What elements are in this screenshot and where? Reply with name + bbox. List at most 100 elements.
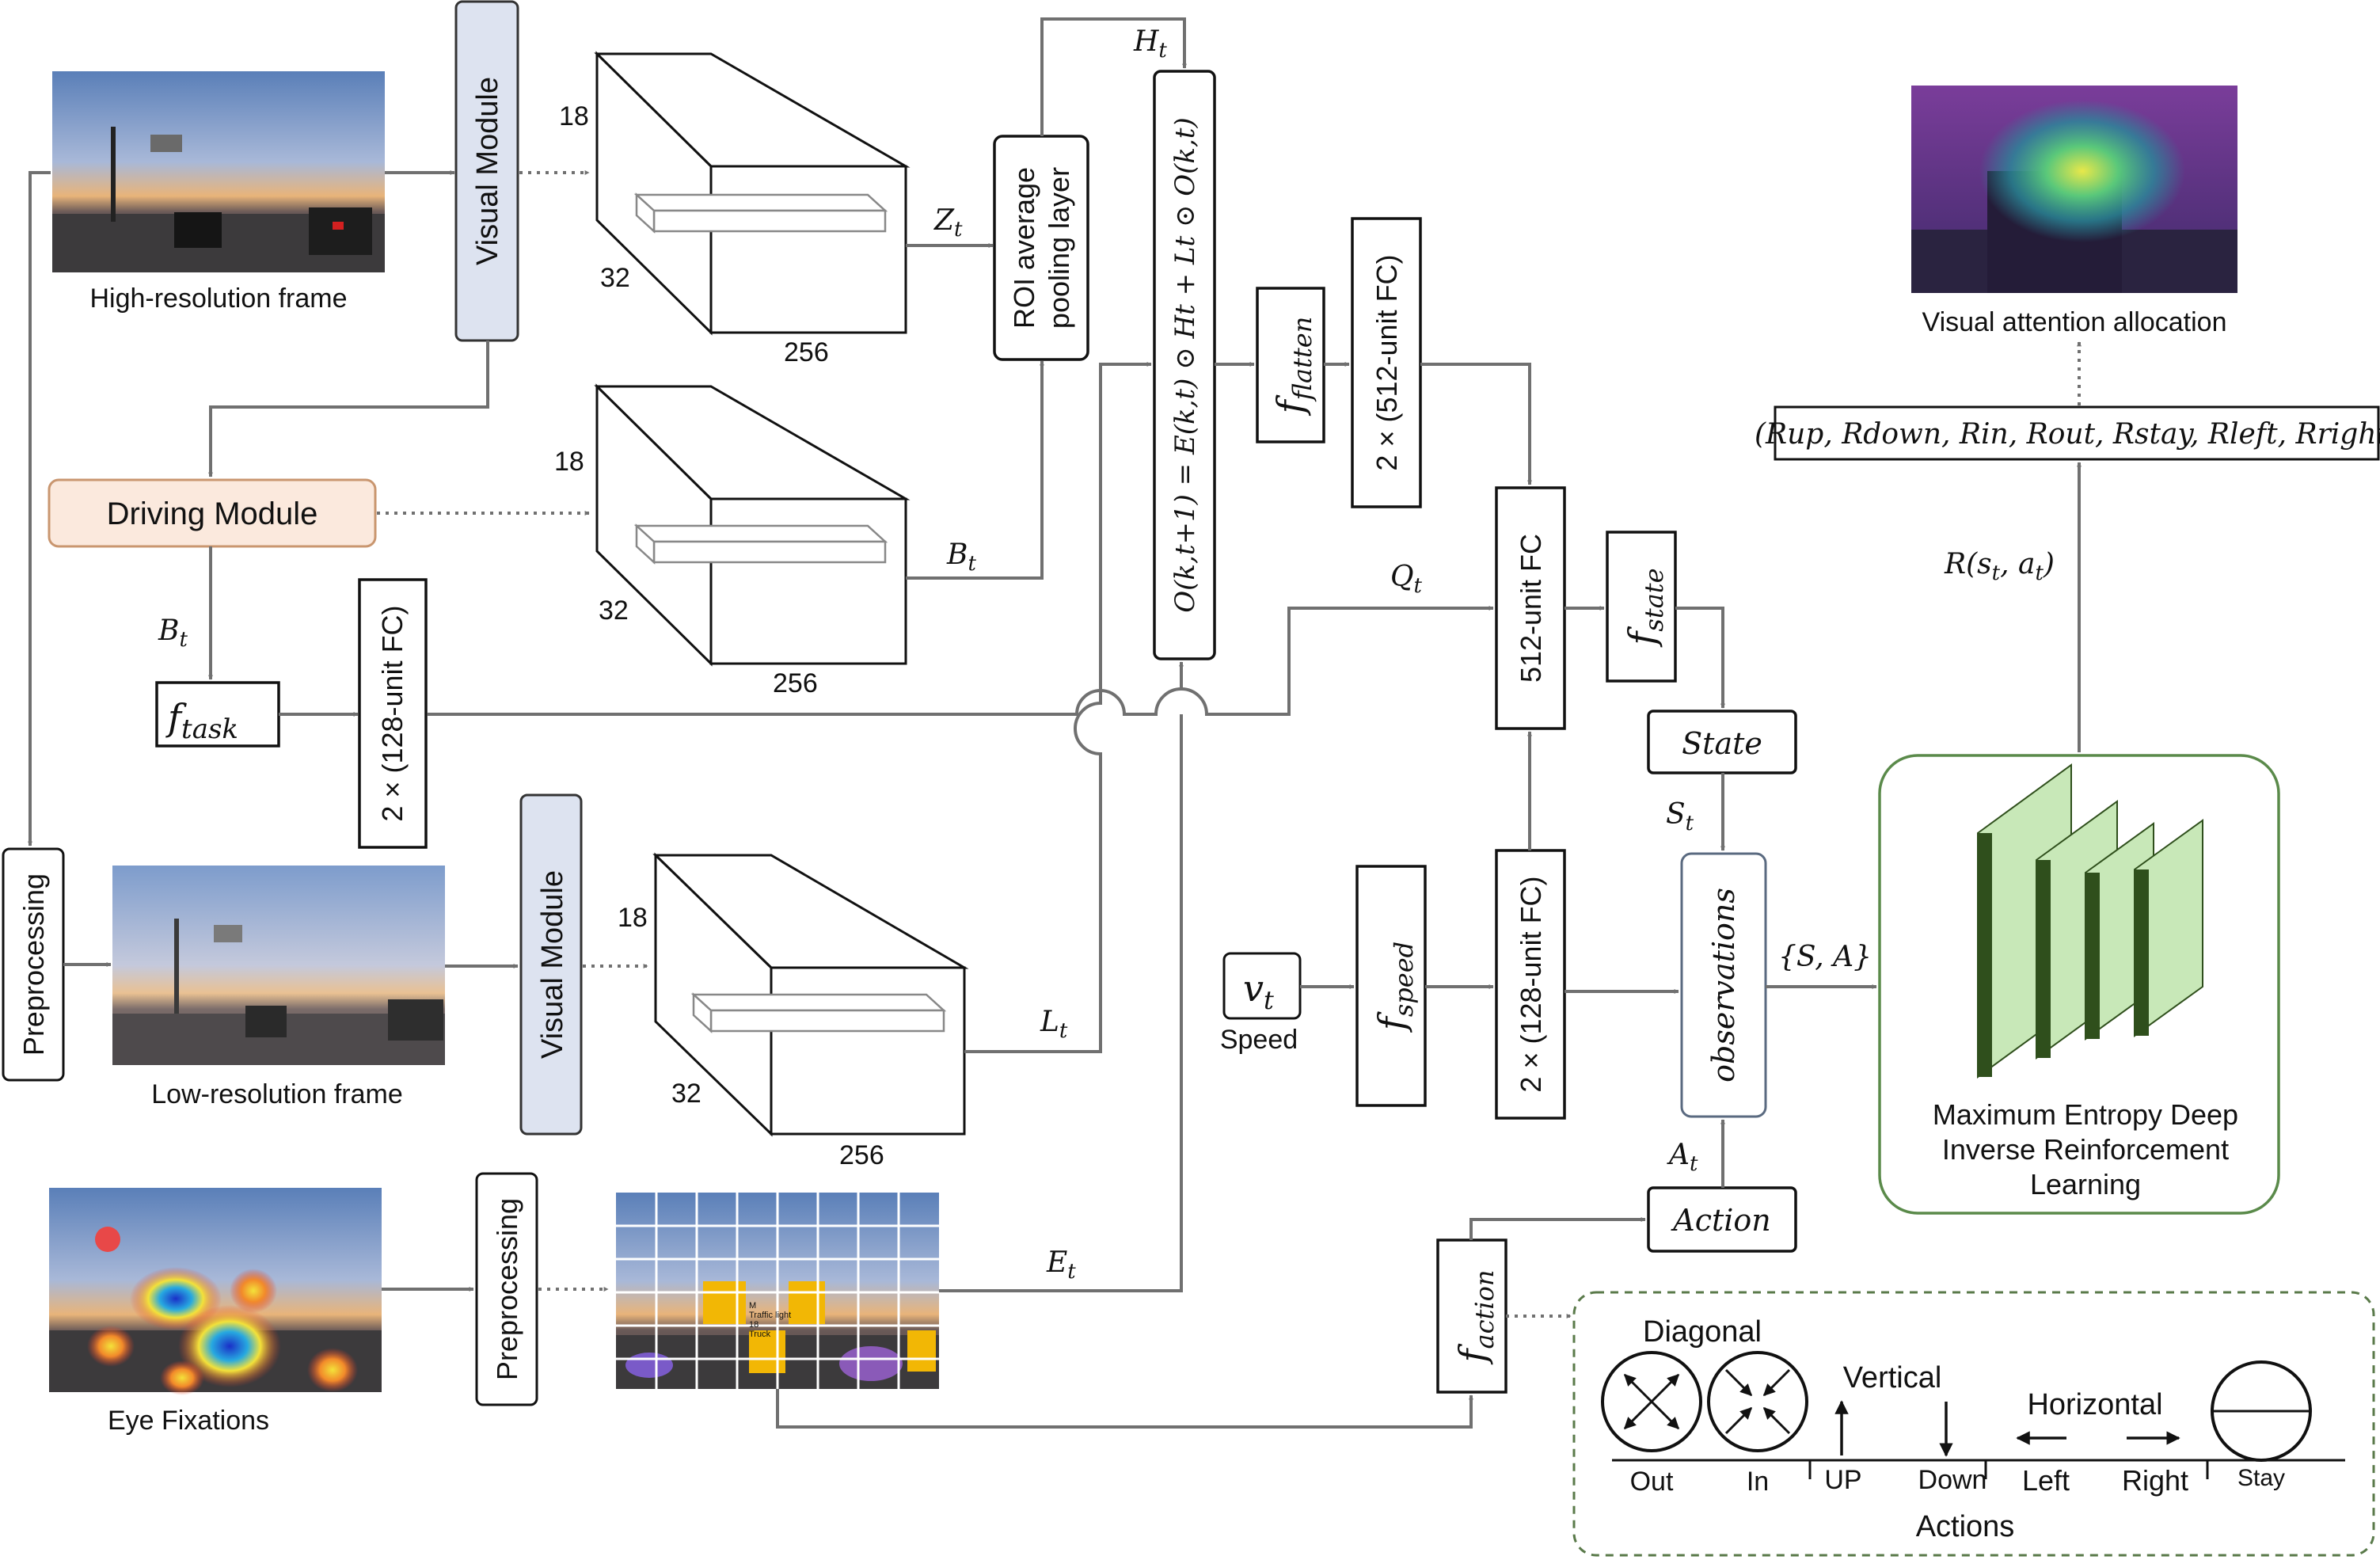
observations-box: observations [1680,852,1767,1118]
f-task-sub: task [181,713,238,745]
actions-panel: Diagonal Vertical Horizontal [1572,1291,2375,1557]
visual-module-top-label: Visual Module [471,77,504,265]
feature-cube-top: 18 32 256 [559,51,911,367]
roi-label-2: pooling layer [1043,167,1075,329]
f-action-box: faction [1436,1238,1507,1394]
eye-fixations-image [49,1188,382,1395]
eye-fixations-caption: Eye Fixations [108,1406,269,1436]
label-L: Lt [1040,1006,1068,1043]
preprocessing-left: Preprocessing [2,847,65,1082]
fc128-speed-box: 2 × (128-unit FC) [1495,849,1566,1120]
grid-label-truck: Truck [749,1330,771,1339]
irl-network-layers [1977,763,2203,1079]
state-label: State [1682,726,1762,761]
fc512-box: 512-unit FC [1495,486,1566,730]
horizontal-label: Horizontal [2027,1388,2162,1421]
preprocessing-eye: Preprocessing [475,1172,538,1406]
label-A: At [1667,1139,1698,1176]
roi-pooling-layer: ROI average pooling layer [993,135,1089,361]
low-res-caption: Low-resolution frame [151,1079,402,1109]
f-task-box: ftask [155,681,280,748]
right-label: Right [2122,1464,2188,1497]
cube-bottom-height: 18 [618,903,648,933]
roi-label-1: ROI average [1008,167,1040,329]
update-formula-box: O(k,t+1) = E(k,t) ⊙ Ht + Lt ⊙ O(k,t) [1153,70,1216,660]
label-R: R(st, at) [1944,548,2055,585]
svg-text:fstate: fstate [1621,568,1669,647]
grid-label-m: M [749,1301,756,1311]
f-flatten-box: fflatten [1256,287,1325,443]
fc128-task-label: 2 × (128-unit FC) [376,605,409,821]
speed-v-sub: t [1264,985,1274,1015]
svg-text:faction: faction [1451,1270,1500,1365]
label-E: Et [1046,1246,1076,1284]
diagonal-label: Diagonal [1643,1315,1762,1349]
label-SA: {S, A} [1778,941,1872,973]
rewards-label: (Rup, Rdown, Rin, Rout, Rstay, Rleft, Rr… [1755,418,2380,451]
action-box: Action [1647,1186,1797,1253]
f-state-box: fstate [1606,531,1677,683]
stay-action-icon [2211,1360,2312,1462]
grid-label-18: 18 [749,1320,758,1330]
state-box: State [1647,710,1797,774]
visual-module-bottom-label: Visual Module [536,870,569,1059]
label-B-task: Bt [158,614,188,652]
visual-module-bottom: Visual Module [519,793,583,1136]
visual-module-top: Visual Module [454,0,519,342]
stay-label: Stay [2237,1465,2285,1491]
grid-label-light: Traffic light [749,1311,791,1320]
speed-label: Speed [1220,1025,1298,1055]
cube-top-height: 18 [559,101,589,131]
f-state-sub: state [1639,568,1669,631]
fc128-speed-label: 2 × (128-unit FC) [1515,876,1547,1092]
rewards-box: (Rup, Rdown, Rin, Rout, Rstay, Rleft, Rr… [1755,405,2380,461]
f-flatten-sub: flatten [1287,317,1317,402]
cube-mid-height: 18 [554,447,584,477]
update-formula: O(k,t+1) = E(k,t) ⊙ Ht + Lt ⊙ O(k,t) [1169,117,1201,612]
cube-top-depth: 32 [600,263,630,293]
irl-block: Maximum Entropy Deep Inverse Reinforceme… [1878,754,2280,1215]
label-B-cube: Bt [946,538,976,576]
speed-input-box: vt Speed [1220,952,1302,1055]
out-action-icon [1601,1351,1702,1452]
cube-mid-width: 256 [773,668,818,698]
in-action-icon [1707,1351,1808,1452]
irl-label-3: Learning [2030,1168,2141,1200]
in-label: In [1747,1467,1769,1497]
action-label: Action [1671,1203,1771,1238]
vertical-label: Vertical [1843,1361,1942,1394]
preprocessing-left-label: Preprocessing [17,873,50,1056]
up-label: UP [1824,1465,1861,1495]
observations-label: observations [1706,888,1741,1082]
cube-top-width: 256 [784,337,829,367]
speed-v: v [1243,967,1264,1010]
high-res-caption: High-resolution frame [89,283,347,314]
actions-title: Actions [1916,1510,2015,1543]
cube-bottom-depth: 32 [671,1079,701,1109]
preprocessing-eye-label: Preprocessing [491,1198,523,1380]
label-Z: Zt [933,204,963,242]
cube-mid-depth: 32 [599,595,629,626]
visual-attention-caption: Visual attention allocation [1922,307,2227,337]
high-resolution-frame-image [52,71,385,272]
f-speed-sub: speed [1389,942,1419,1017]
out-label: Out [1630,1467,1674,1497]
down-label: Down [1918,1465,1987,1495]
label-H: Ht [1133,25,1167,63]
irl-label-1: Maximum Entropy Deep [1933,1098,2238,1131]
label-S: St [1666,798,1694,835]
svg-text:vt: vt [1243,967,1274,1015]
driving-module: Driving Module [48,478,377,548]
label-Q: Qt [1390,561,1423,598]
irl-label-2: Inverse Reinforcement [1942,1133,2229,1166]
svg-text:ftask: ftask [165,696,238,745]
fixation-grid-image: M Traffic light 18 Truck [616,1193,939,1389]
f-action-sub: action [1469,1270,1500,1349]
fc128-task-box: 2 × (128-unit FC) [358,578,428,849]
fc512-label: 512-unit FC [1515,534,1547,683]
f-speed-box: fspeed [1355,865,1427,1107]
left-label: Left [2022,1464,2070,1497]
driving-module-label: Driving Module [107,497,318,531]
visual-attention-image [1911,86,2237,293]
